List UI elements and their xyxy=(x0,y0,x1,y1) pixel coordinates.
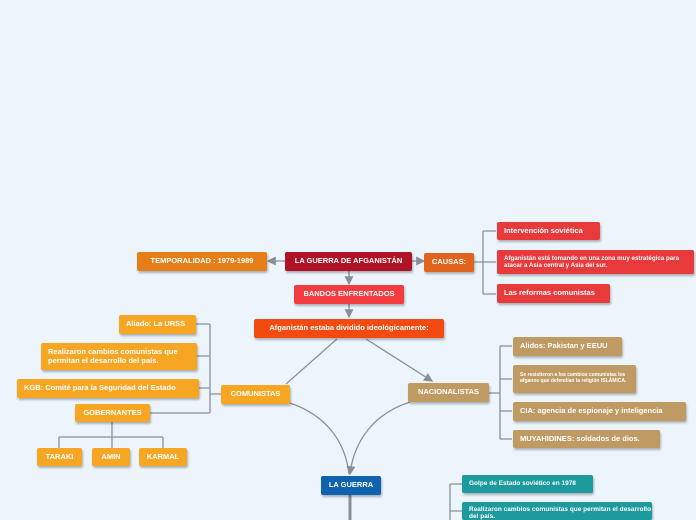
causa-item-reformas[interactable]: Las reformas comunistas xyxy=(497,284,610,303)
nacionalistas-item-label: Se resistieron a los cambios comunistas … xyxy=(520,372,627,384)
guerra-item-cambios[interactable]: Realizaron cambios comunistas que permit… xyxy=(462,502,652,520)
nacionalistas-item-label: CIA: agencia de espionaje y inteligencia xyxy=(520,406,663,416)
gobernante-taraki[interactable]: TARAKI xyxy=(37,448,82,466)
comunistas-item-label: Realizaron cambios comunistas que permit… xyxy=(48,346,178,365)
causa-item-label: Afganistán está tomando en una zona muy … xyxy=(504,254,680,269)
gobernante-label: KARMAL xyxy=(146,451,180,461)
gobernantes-label: GOBERNANTES xyxy=(83,407,142,417)
causa-item-label: Intervención soviética xyxy=(504,225,583,235)
gobernantes-node[interactable]: GOBERNANTES xyxy=(75,404,150,422)
connector-comunistas-guerra xyxy=(289,402,350,475)
dividido-label: Afganistán estaba dividido ideológicamen… xyxy=(269,323,429,333)
temporalidad-label: TEMPORALIDAD : 1979-1989 xyxy=(150,256,254,266)
connector-dividido-nacionalistas xyxy=(365,338,434,382)
nacionalistas-item-label: MUYAHIDINES: soldados de dios. xyxy=(520,433,640,443)
nacionalistas-item-aliados[interactable]: Alidos: Pakistan y EEUU xyxy=(513,337,622,356)
nacionalistas-bracket xyxy=(489,345,512,440)
nacionalistas-item-resistieron[interactable]: Se resistieron a los cambios comunistas … xyxy=(513,365,636,393)
comunistas-label: COMUNISTAS xyxy=(230,389,281,399)
guerra-item-golpe[interactable]: Golpe de Estado soviético en 1978 xyxy=(462,475,593,493)
nacionalistas-label: NACIONALISTAS xyxy=(417,387,480,397)
nacionalistas-node[interactable]: NACIONALISTAS xyxy=(408,383,489,402)
causa-item-estrategica[interactable]: Afganistán está tomando en una zona muy … xyxy=(497,250,694,274)
comunistas-bracket xyxy=(150,323,221,414)
nacionalistas-item-label: Alidos: Pakistan y EEUU xyxy=(520,341,608,351)
connector-nacionalistas-guerra xyxy=(346,401,411,476)
gobernantes-tree xyxy=(58,422,164,448)
comunistas-item-aliado[interactable]: Aliado: La URSS xyxy=(119,315,196,334)
bandos-label: BANDOS ENFRENTADOS xyxy=(303,289,395,299)
connector-dividido-comunistas xyxy=(285,338,338,385)
guerra-item-label: Golpe de Estado soviético en 1978 xyxy=(469,480,576,488)
nacionalistas-item-muyahidines[interactable]: MUYAHIDINES: soldados de dios. xyxy=(513,430,660,448)
guerra-node[interactable]: LA GUERRA xyxy=(321,476,381,495)
gobernante-label: TARAKI xyxy=(45,451,74,461)
guerra-bracket xyxy=(449,483,462,520)
gobernante-karmal[interactable]: KARMAL xyxy=(139,448,187,466)
guerra-item-label: Realizaron cambios comunistas que permit… xyxy=(469,506,652,520)
comunistas-item-label: KGB: Comité para la Seguridad del Estado xyxy=(24,383,176,393)
comunistas-item-cambios[interactable]: Realizaron cambios comunistas que permit… xyxy=(41,343,197,370)
causa-item-label: Las reformas comunistas xyxy=(504,288,595,298)
temporalidad-node[interactable]: TEMPORALIDAD : 1979-1989 xyxy=(137,252,267,271)
root-node[interactable]: LA GUERRA DE AFGANISTÁN xyxy=(285,252,412,271)
comunistas-node[interactable]: COMUNISTAS xyxy=(221,385,290,404)
gobernante-label: AMIN xyxy=(101,451,121,461)
nacionalistas-item-cia[interactable]: CIA: agencia de espionaje y inteligencia xyxy=(513,402,686,421)
causa-item-intervencion[interactable]: Intervención soviética xyxy=(497,222,600,240)
gobernante-amin[interactable]: AMIN xyxy=(92,448,130,466)
causas-bracket xyxy=(474,230,496,295)
comunistas-item-label: Aliado: La URSS xyxy=(126,319,186,329)
comunistas-item-kgb[interactable]: KGB: Comité para la Seguridad del Estado xyxy=(17,379,199,398)
causas-node[interactable]: CAUSAS: xyxy=(424,253,474,272)
causas-label: CAUSAS: xyxy=(431,257,467,267)
guerra-label: LA GUERRA xyxy=(328,480,374,490)
dividido-node[interactable]: Afganistán estaba dividido ideológicamen… xyxy=(254,319,444,338)
bandos-node[interactable]: BANDOS ENFRENTADOS xyxy=(294,285,404,304)
root-label: LA GUERRA DE AFGANISTÁN xyxy=(294,256,403,266)
